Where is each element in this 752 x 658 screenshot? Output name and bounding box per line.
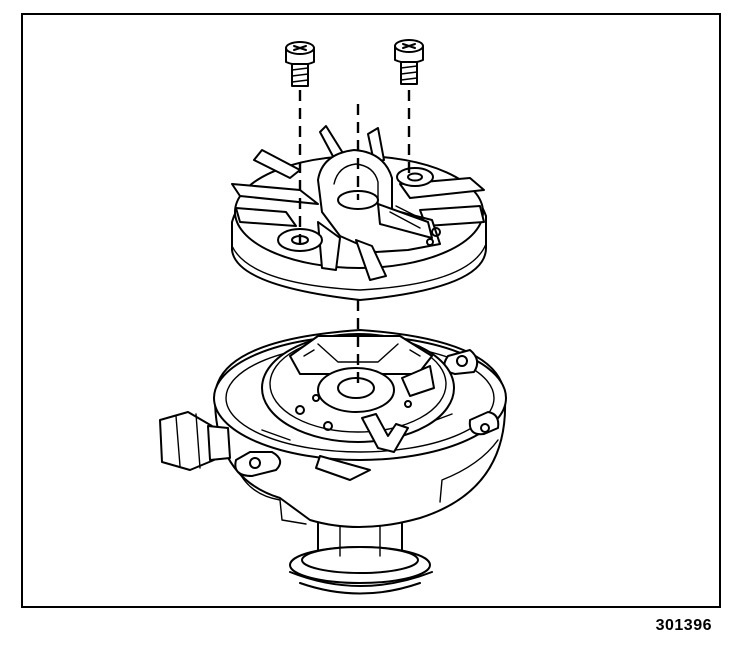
rotor-assembly (231, 125, 487, 301)
mounting-screw-left (285, 41, 315, 87)
mounting-screw-right (394, 39, 424, 85)
figure-number: 301396 (655, 617, 712, 634)
distributor-housing (159, 329, 507, 595)
alignment-lines (298, 90, 411, 388)
